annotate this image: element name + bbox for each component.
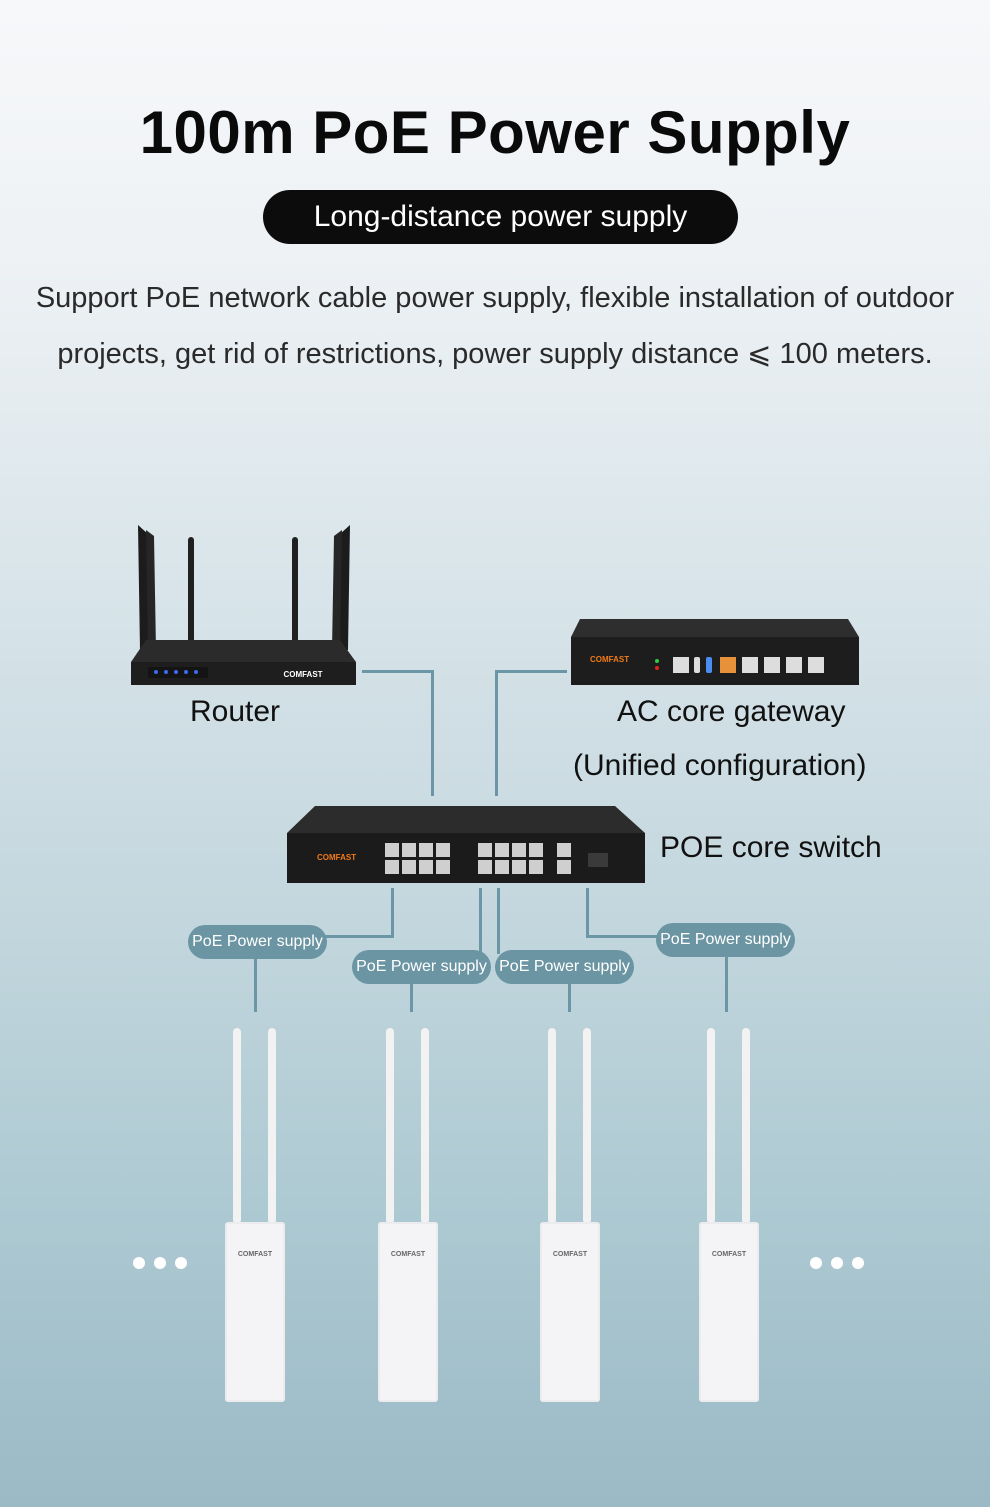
ap-connector-2 [410, 983, 413, 1012]
access-point-3: COMFAST [539, 1026, 601, 1406]
poe-connector-1-h [320, 935, 394, 938]
ap-brand: COMFAST [712, 1251, 747, 1258]
poe-badge-2: PoE Power supply [352, 950, 491, 984]
access-point-4: COMFAST [698, 1026, 760, 1406]
poe-connector-2-v [479, 888, 482, 954]
router-device: COMFAST [128, 520, 360, 690]
access-point-1: COMFAST [224, 1026, 286, 1406]
poe-connector-1-v [391, 888, 394, 938]
switch-brand: COMFAST [317, 853, 356, 862]
ap-connector-1 [254, 958, 257, 1012]
poe-badge-1: PoE Power supply [188, 925, 327, 959]
subtitle-pill: Long-distance power supply [263, 190, 738, 244]
gateway-label-line-2: (Unified configuration) [573, 749, 867, 782]
gateway-brand: COMFAST [590, 655, 629, 664]
poe-connector-3-v [497, 888, 500, 954]
access-point-icon: COMFAST [699, 1028, 759, 1402]
ac-gateway-device: COMFAST [570, 617, 860, 687]
switch-icon: COMFAST [287, 806, 645, 883]
connector-router-h [362, 670, 434, 673]
switch-label: POE core switch [660, 831, 882, 864]
gateway-icon: COMFAST [571, 619, 859, 685]
ap-brand: COMFAST [553, 1251, 588, 1258]
poe-switch-device: COMFAST [285, 805, 647, 885]
more-dots-icon [133, 1257, 187, 1269]
connector-gateway-v [495, 670, 498, 796]
description-line-2: projects, get rid of restrictions, power… [57, 338, 933, 370]
connector-gateway-h [495, 670, 567, 673]
more-dots-icon [810, 1257, 864, 1269]
poe-badge-4: PoE Power supply [656, 923, 795, 957]
page-title: 100m PoE Power Supply [139, 99, 851, 166]
access-point-icon: COMFAST [378, 1028, 438, 1402]
router-icon: COMFAST [131, 525, 356, 685]
ap-connector-4 [725, 956, 728, 1012]
poe-connector-4-h [586, 935, 660, 938]
gateway-label-line-1: AC core gateway [617, 695, 846, 728]
connector-router-v [431, 670, 434, 796]
poe-connector-4-v [586, 888, 589, 938]
ap-connector-3 [568, 983, 571, 1012]
access-point-icon: COMFAST [225, 1028, 285, 1402]
router-label: Router [190, 695, 281, 728]
access-point-icon: COMFAST [540, 1028, 600, 1402]
ap-brand: COMFAST [391, 1251, 426, 1258]
description-line-1: Support PoE network cable power supply, … [35, 282, 955, 314]
poe-badge-3: PoE Power supply [495, 950, 634, 984]
ap-brand: COMFAST [238, 1251, 273, 1258]
router-brand: COMFAST [283, 670, 322, 679]
access-point-2: COMFAST [377, 1026, 439, 1406]
